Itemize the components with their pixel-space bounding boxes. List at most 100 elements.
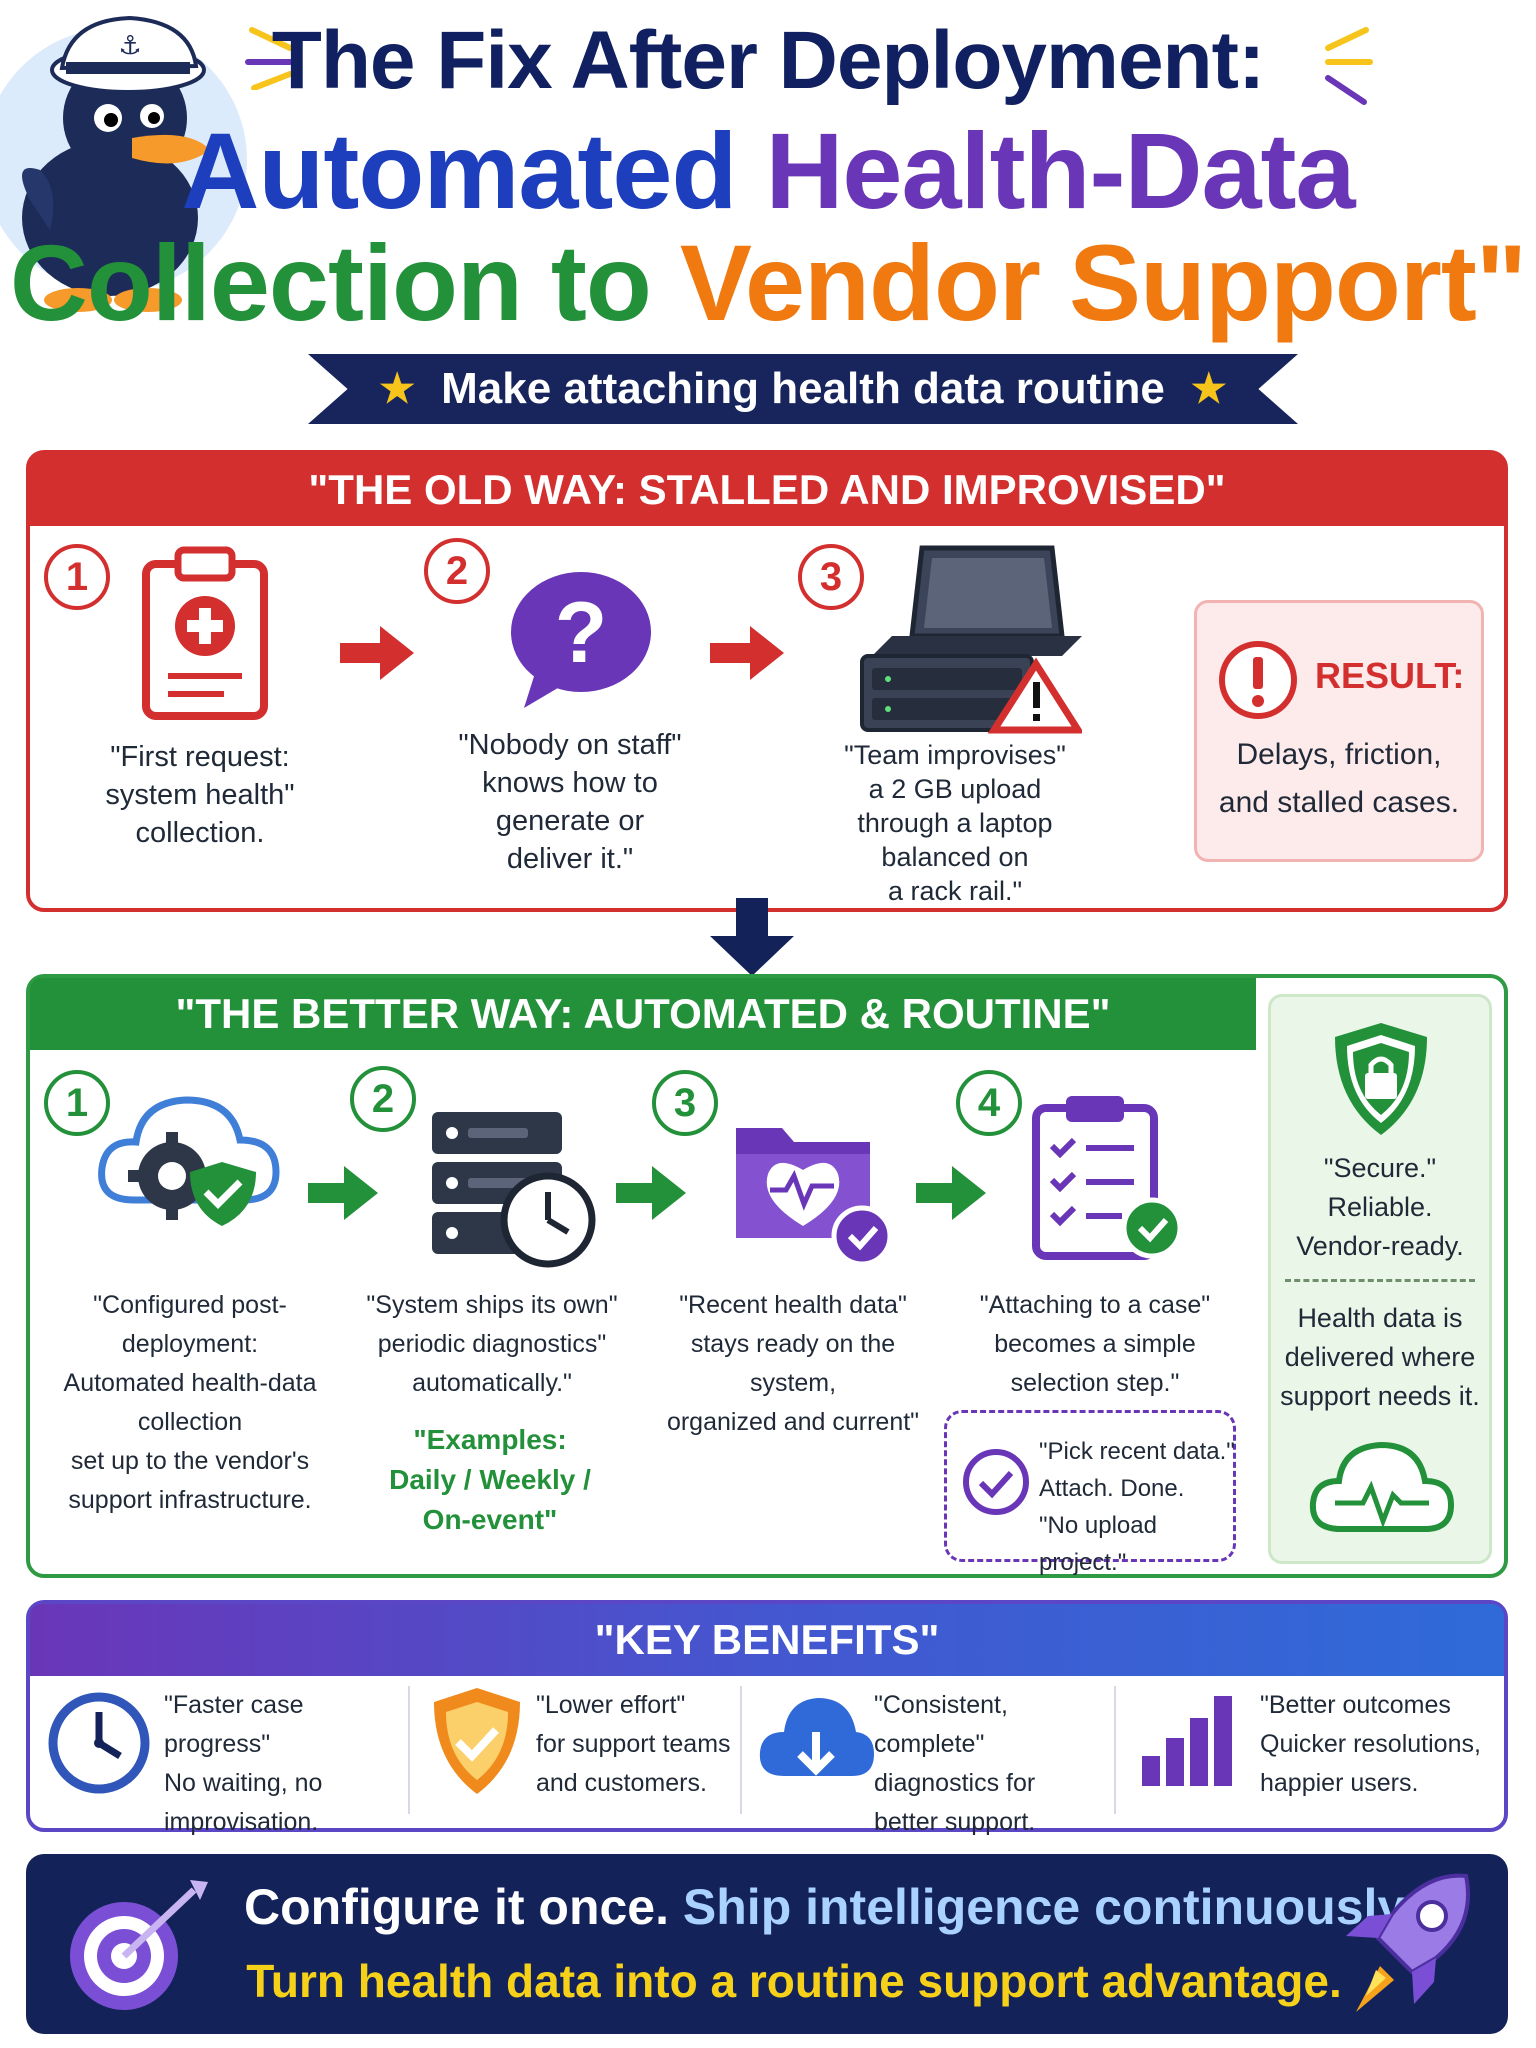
caption-line: "First request:	[110, 741, 290, 773]
step-number-badge: 2	[350, 1066, 416, 1132]
folder-heart-check-icon	[730, 1108, 900, 1268]
arrow-right-icon	[308, 1166, 378, 1220]
new-step2-caption: "System ships its own" periodic diagnost…	[352, 1286, 632, 1403]
caption-line: "Recent health data"	[679, 1291, 907, 1319]
benefit-line: "Better outcomes	[1260, 1691, 1451, 1719]
benefit-line: and customers.	[536, 1769, 707, 1797]
better-way-title: "THE BETTER WAY: AUTOMATED & ROUTINE"	[30, 978, 1256, 1050]
step-number-badge: 2	[424, 538, 490, 604]
caption-line: "Attaching to a case"	[979, 1291, 1211, 1319]
title-word-collection-to: Collection to	[9, 222, 652, 343]
caption-line: Automated health-data collection	[63, 1369, 317, 1436]
caption-line: "Nobody on staff"	[458, 729, 682, 761]
caption-line: support infrastructure.	[68, 1486, 312, 1514]
divider	[1114, 1686, 1116, 1814]
footer-line1-part2: Ship intelligence continuously.	[682, 1879, 1416, 1935]
page-title-line1: The Fix After Deployment:	[271, 15, 1266, 106]
old-way-title: "THE OLD WAY: STALLED AND IMPROVISED"	[30, 454, 1504, 526]
result-title: RESULT:	[1315, 655, 1465, 696]
caption-line: "System ships its own"	[366, 1291, 618, 1319]
result-text: Delays, friction, and stalled cases.	[1197, 731, 1481, 827]
question-bubble-icon: ?	[506, 570, 656, 710]
pick-line: Attach. Done.	[1039, 1475, 1185, 1502]
pick-text: "Pick recent data." Attach. Done. "No up…	[1039, 1433, 1235, 1581]
duck-mascot: ⚓	[0, 0, 250, 340]
caption-line: a rack rail."	[887, 876, 1023, 906]
server-clock-icon	[428, 1108, 598, 1268]
divider	[408, 1686, 410, 1814]
divider	[740, 1686, 742, 1814]
cloud-gear-shield-icon	[94, 1080, 284, 1230]
subtitle-banner: ★ Make attaching health data routine ★	[308, 354, 1298, 424]
caption-line: a 2 GB upload	[868, 774, 1042, 804]
secure-reliable-box: "Secure." Reliable. Vendor-ready. Health…	[1268, 994, 1492, 1564]
benefit-text: "Better outcomes Quicker resolutions, ha…	[1260, 1686, 1500, 1803]
side-bottom-text: Health data is delivered where support n…	[1271, 1299, 1489, 1416]
footer-line2: Turn health data into a routine support …	[246, 1955, 1342, 2007]
benefit-text: "Lower effort" for support teams and cus…	[536, 1686, 732, 1803]
check-circle-icon	[961, 1447, 1031, 1517]
cloud-heartbeat-icon	[1307, 1433, 1457, 1543]
cloud-download-icon	[756, 1692, 876, 1792]
step-number-badge: 4	[956, 1070, 1022, 1136]
laptop-on-server-warning-icon	[852, 544, 1082, 734]
old-step2-caption: "Nobody on staff" knows how to generate …	[420, 726, 720, 878]
benefit-line: "Consistent, complete"	[874, 1691, 1008, 1758]
step-number-badge: 3	[798, 544, 864, 610]
side-line: support needs it.	[1280, 1381, 1480, 1411]
old-step1-caption: "First request: system health" collectio…	[60, 738, 340, 852]
pick-line: "No upload project."	[1039, 1512, 1157, 1576]
caption-line: through a laptop	[857, 808, 1053, 838]
step-number-badge: 1	[44, 1070, 110, 1136]
banner-text: Make attaching health data routine	[441, 364, 1165, 413]
caption-line: "Team improvises"	[844, 740, 1066, 770]
step-number-badge: 1	[44, 544, 110, 610]
title-word-automated: Automated	[181, 110, 737, 231]
caption-line: selection step."	[1010, 1369, 1180, 1397]
caption-line: collection.	[135, 817, 265, 849]
page-title-line2: Automated Health-Data	[0, 108, 1536, 233]
sparkle-left-icon	[232, 10, 312, 90]
result-line: Delays, friction,	[1236, 738, 1442, 771]
side-line: Vendor-ready.	[1296, 1231, 1464, 1261]
examples-text: "Examples: Daily / Weekly / On-event"	[360, 1420, 620, 1540]
caption-line: set up to the vendor's	[70, 1447, 310, 1475]
result-box: RESULT: Delays, friction, and stalled ca…	[1194, 600, 1484, 862]
caption-line: stays ready on the system,	[690, 1330, 896, 1397]
caption-line: knows how to	[482, 767, 658, 799]
page-title-line3: Collection to Vendor Support"	[0, 220, 1536, 345]
benefit-line: better support.	[874, 1808, 1036, 1836]
target-arrow-icon	[62, 1876, 212, 2016]
side-line: Reliable.	[1327, 1192, 1433, 1222]
title-word-vendor-support: Vendor Support"	[679, 222, 1527, 343]
old-step3-caption: "Team improvises" a 2 GB upload through …	[800, 738, 1110, 908]
footer-line1: Configure it once. Ship intelligence con…	[244, 1878, 1415, 1936]
benefit-line: diagnostics for	[874, 1769, 1036, 1797]
side-top-text: "Secure." Reliable. Vendor-ready.	[1271, 1149, 1489, 1266]
examples-line: Daily / Weekly /	[389, 1464, 591, 1495]
checklist-clipboard-icon	[1030, 1094, 1190, 1264]
benefit-line: No waiting, no	[164, 1769, 323, 1797]
clipboard-medical-icon	[140, 542, 270, 724]
divider	[1285, 1279, 1475, 1282]
pick-line: "Pick recent data."	[1039, 1438, 1235, 1465]
result-line: and stalled cases.	[1218, 786, 1460, 819]
benefit-line: "Lower effort"	[536, 1691, 686, 1719]
svg-text:⚓: ⚓	[118, 31, 141, 61]
caption-line: organized and current"	[666, 1408, 920, 1436]
benefit-line: "Faster case progress"	[164, 1691, 304, 1758]
svg-text:?: ?	[555, 585, 608, 681]
examples-line: On-event"	[422, 1504, 558, 1535]
caption-line: "Configured post-deployment:	[93, 1291, 287, 1358]
bar-chart-icon	[1138, 1690, 1238, 1790]
step-number-badge: 3	[652, 1070, 718, 1136]
examples-line: "Examples:	[413, 1424, 567, 1455]
benefit-line: Quicker resolutions,	[1260, 1730, 1481, 1758]
key-benefits-title: "KEY BENEFITS"	[30, 1604, 1504, 1676]
side-line: delivered where	[1284, 1342, 1476, 1372]
benefit-text: "Faster case progress" No waiting, no im…	[164, 1686, 404, 1842]
caption-line: balanced on	[881, 842, 1029, 872]
sparkle-right-icon	[1308, 10, 1388, 110]
star-icon: ★	[379, 367, 416, 411]
exclamation-icon	[1217, 639, 1299, 721]
